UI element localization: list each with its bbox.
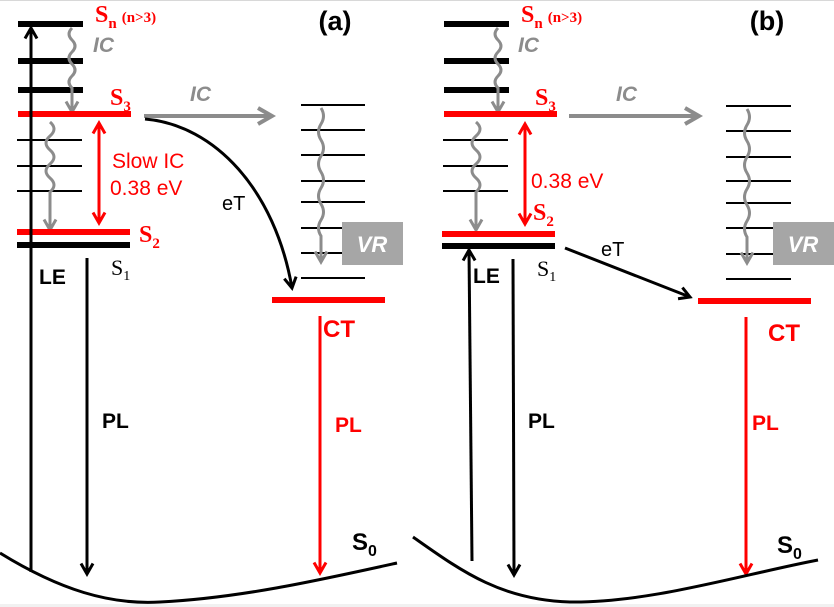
s0-label: S0 [777,532,802,563]
ic-wavy-arrow [64,26,80,116]
et-label: eT [601,239,624,261]
et-label: eT [222,193,245,215]
ct-label: CT [768,320,800,347]
le-label: LE [473,265,500,288]
pl-emission-arrow [506,258,522,579]
le-label: LE [39,266,66,289]
vr-wavy-arrow [468,120,484,234]
ct-label: CT [323,316,355,343]
vr-label: VR [357,232,388,257]
ct-pl-label: PL [335,414,362,437]
s3-label: S3 [110,85,131,115]
le-excitation-arrow [461,246,477,562]
sn-label: Sn(n>3) [95,2,156,32]
gap-label-line1: Slow IC [112,150,184,173]
s0-curve [0,551,398,604]
s2-label: S2 [533,200,554,230]
s2-label: S2 [139,222,160,252]
gap-label-line2: 0.38 eV [110,177,182,200]
ct-vibrational-ladder [301,104,365,279]
gap-label-line2: 0.38 eV [531,170,603,193]
vr-label: VR [788,232,819,257]
s1-label: S1 [537,256,556,285]
sn-label: Sn(n>3) [521,2,582,32]
ic-wavy-arrow [490,26,506,116]
ct-vibrational-ladder [726,105,791,280]
panel-b: (b) Sn(n>3) IC S3 0.38 eV S2 S1 LE PL IC… [412,2,834,604]
s0-label: S0 [352,529,377,560]
s1-label: S1 [111,255,130,284]
ic-label-top: IC [518,34,540,57]
s0-curve [412,535,819,604]
panel-label: (a) [319,6,352,36]
vr-box [342,222,403,265]
panel-a: (a) Sn(n>3) IC S3 Slow IC 0.38 eV S2 S1 … [0,2,403,604]
vr-relaxation-arrow [313,107,329,266]
vr-relaxation-arrow [739,108,755,267]
et-arrow [144,117,298,291]
vr-box [773,222,834,265]
ic-label-right: IC [616,83,638,106]
s3-label: S3 [535,85,556,115]
pl-label: PL [102,410,129,433]
vr-wavy-arrow [42,120,58,234]
et-arrow [564,246,693,301]
ic-label-right: IC [190,83,212,106]
ct-pl-label: PL [752,412,779,435]
panel-label: (b) [750,6,784,36]
ic-label-top: IC [93,34,115,57]
pl-label: PL [528,410,555,433]
